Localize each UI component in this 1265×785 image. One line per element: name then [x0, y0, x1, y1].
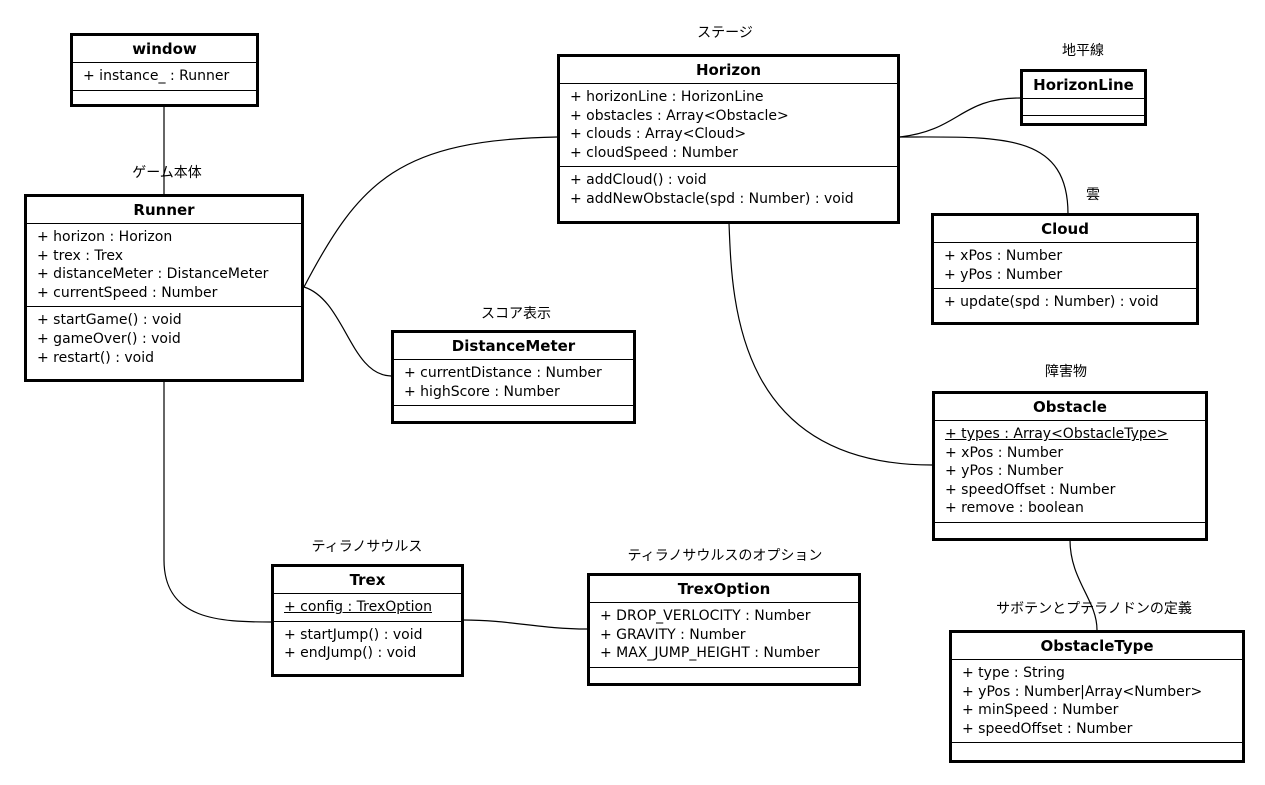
attribute: + yPos : Number [945, 463, 1064, 480]
label-horizon: ステージ [697, 25, 753, 41]
edge-horizon-horizonline [899, 97, 1021, 138]
attributes-section: + currentDistance : Number + highScore :… [394, 360, 633, 407]
label-trex: ティラノサウルス [311, 539, 423, 555]
attribute: + horizonLine : HorizonLine [570, 89, 764, 105]
class-name: Obstacle [935, 394, 1205, 421]
attribute: + clouds : Array<Cloud> [570, 126, 747, 143]
class-runner[interactable]: Runner + horizon : Horizon + trex : Trex… [24, 194, 304, 382]
static-attribute: + config : TrexOption [284, 599, 432, 615]
attribute: + currentDistance : Number [404, 365, 602, 381]
attributes-section: + type : String + yPos : Number|Array<Nu… [952, 660, 1242, 744]
operation: + startJump() : void [284, 626, 423, 643]
class-horizon[interactable]: Horizon + horizonLine : HorizonLine + ob… [557, 54, 900, 224]
edge-runner-distancemeter [303, 286, 392, 377]
label-runner: ゲーム本体 [132, 165, 202, 181]
operations-section: + startGame() : void + gameOver() : void… [27, 307, 301, 371]
operation: + restart() : void [37, 349, 155, 366]
class-trex[interactable]: Trex + config : TrexOption + startJump()… [271, 564, 464, 677]
operations-section [590, 668, 858, 684]
operations-section [935, 523, 1205, 539]
class-name: window [73, 36, 256, 63]
operation: + endJump() : void [284, 645, 417, 662]
attribute: + GRAVITY : Number [600, 626, 746, 643]
label-obstacle: 障害物 [1045, 364, 1087, 380]
attribute: + currentSpeed : Number [37, 284, 218, 301]
attributes-section [1023, 99, 1144, 116]
operations-section [73, 91, 256, 107]
attributes-section: + horizon : Horizon + trex : Trex + dist… [27, 224, 301, 308]
attribute: + cloudSpeed : Number [570, 144, 738, 161]
attribute: + highScore : Number [404, 383, 560, 400]
attribute: + distanceMeter : DistanceMeter [37, 266, 269, 283]
edge-runner-trex [163, 381, 272, 623]
class-obstacle[interactable]: Obstacle + types : Array<ObstacleType> +… [932, 391, 1208, 541]
operations-section [1023, 116, 1144, 132]
attributes-section: + config : TrexOption [274, 594, 461, 622]
operations-section: + update(spd : Number) : void [934, 289, 1196, 316]
class-name: HorizonLine [1023, 72, 1144, 99]
attributes-section: + types : Array<ObstacleType> + xPos : N… [935, 421, 1205, 523]
operation: + gameOver() : void [37, 330, 181, 347]
class-trexoption[interactable]: TrexOption + DROP_VERLOCITY : Number + G… [587, 573, 861, 686]
class-name: Horizon [560, 57, 897, 84]
attribute: + remove : boolean [945, 500, 1084, 517]
class-distancemeter[interactable]: DistanceMeter + currentDistance : Number… [391, 330, 636, 424]
attribute: + xPos : Number [944, 248, 1063, 264]
attribute: + instance_ : Runner [83, 68, 230, 84]
operation: + startGame() : void [37, 312, 182, 329]
edge-horizon-obstacle [728, 222, 933, 466]
label-cloud: 雲 [1086, 187, 1100, 203]
operation: + addNewObstacle(spd : Number) : void [570, 190, 854, 207]
class-obstacletype[interactable]: ObstacleType + type : String + yPos : Nu… [949, 630, 1245, 763]
attributes-section: + instance_ : Runner [73, 63, 256, 91]
label-trexoption: ティラノサウルスのオプション [627, 548, 823, 564]
attribute: + speedOffset : Number [945, 481, 1116, 498]
operations-section: + startJump() : void + endJump() : void [274, 622, 461, 667]
operation: + update(spd : Number) : void [944, 294, 1159, 311]
class-name: Runner [27, 197, 301, 224]
label-horizonline: 地平線 [1062, 43, 1104, 59]
attribute: + speedOffset : Number [962, 720, 1133, 737]
attributes-section: + DROP_VERLOCITY : Number + GRAVITY : Nu… [590, 603, 858, 668]
edge-horizon-cloud [899, 136, 1069, 215]
edge-obstacle-obstacletype [1069, 539, 1098, 631]
class-cloud[interactable]: Cloud + xPos : Number + yPos : Number + … [931, 213, 1199, 325]
attribute: + obstacles : Array<Obstacle> [570, 107, 789, 124]
attribute: + MAX_JUMP_HEIGHT : Number [600, 645, 820, 662]
operation: + addCloud() : void [570, 172, 707, 189]
static-attribute: + types : Array<ObstacleType> [945, 426, 1169, 442]
class-window[interactable]: window + instance_ : Runner [70, 33, 259, 107]
attribute: + trex : Trex [37, 247, 123, 264]
attributes-section: + horizonLine : HorizonLine + obstacles … [560, 84, 897, 168]
class-name: DistanceMeter [394, 333, 633, 360]
attribute: + yPos : Number|Array<Number> [962, 683, 1203, 700]
attribute: + type : String [962, 665, 1065, 681]
operations-section: + addCloud() : void + addNewObstacle(spd… [560, 167, 897, 212]
attribute: + minSpeed : Number [962, 702, 1119, 719]
class-name: ObstacleType [952, 633, 1242, 660]
edge-runner-horizon [303, 136, 558, 288]
label-distancemeter: スコア表示 [481, 306, 551, 322]
class-name: TrexOption [590, 576, 858, 603]
attribute: + yPos : Number [944, 266, 1063, 283]
operations-section [952, 743, 1242, 759]
class-name: Trex [274, 567, 461, 594]
class-horizonline[interactable]: HorizonLine [1020, 69, 1147, 126]
label-obstacletype: サボテンとプテラノドンの定義 [996, 601, 1192, 617]
attributes-section: + xPos : Number + yPos : Number [934, 243, 1196, 290]
operations-section [394, 406, 633, 422]
attribute: + horizon : Horizon [37, 229, 173, 245]
attribute: + DROP_VERLOCITY : Number [600, 608, 811, 624]
class-name: Cloud [934, 216, 1196, 243]
edge-trex-trexoption [462, 619, 588, 630]
attribute: + xPos : Number [945, 444, 1064, 461]
